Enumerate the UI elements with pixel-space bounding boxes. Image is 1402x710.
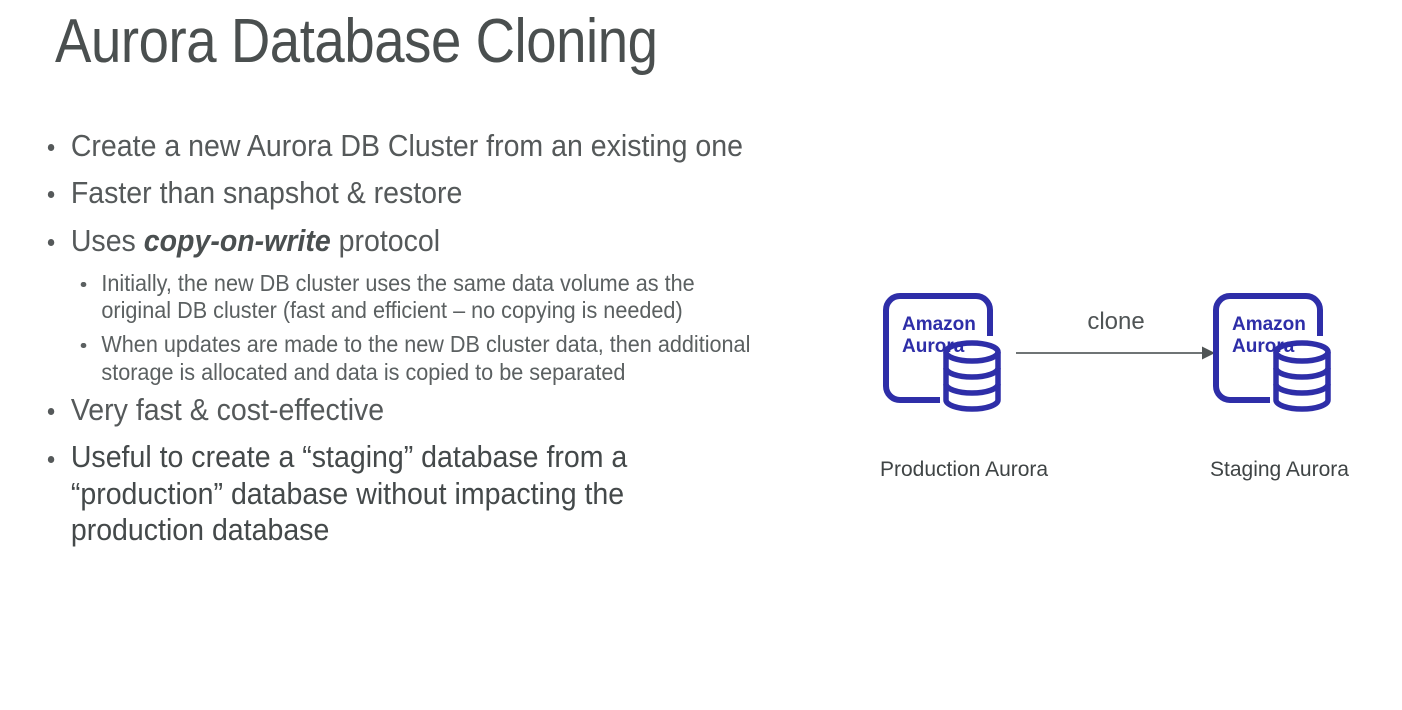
bullet-dot-icon (47, 144, 55, 152)
bullet-item-3-text-after: protocol (330, 222, 441, 258)
bullet-dot-icon (47, 455, 55, 463)
bullet-item-1: Create a new Aurora DB Cluster from an e… (46, 128, 745, 164)
bullet-dot-icon (47, 408, 55, 416)
bullet-list-level1: Create a new Aurora DB Cluster from an e… (46, 128, 806, 548)
bullet-item-3: Uses copy-on-write protocol (46, 223, 745, 259)
amazon-aurora-icon: Amazon Aurora (1210, 290, 1342, 422)
svg-text:Amazon: Amazon (1232, 314, 1306, 335)
bullet-list-container: Create a new Aurora DB Cluster from an e… (46, 128, 806, 559)
bullet-dot-icon (80, 281, 86, 288)
bullet-dot-icon (47, 191, 55, 199)
bullet-item-3-text-italic: copy-on-write (143, 222, 331, 258)
bullet-item-4-text: Very fast & cost-effective (70, 392, 385, 428)
bullet-item-2: Faster than snapshot & restore (46, 175, 745, 211)
sub-bullet-item-1-text: Initially, the new DB cluster uses the s… (101, 269, 695, 324)
sub-bullet-item-1: Initially, the new DB cluster uses the s… (76, 270, 762, 325)
svg-text:Amazon: Amazon (902, 314, 976, 335)
svg-text:Aurora: Aurora (902, 336, 965, 357)
clone-connector: clone (1016, 308, 1216, 368)
aurora-cloning-diagram: Amazon Aurora Production Aurora clone (820, 270, 1400, 490)
bullet-item-3-text-before: Uses (70, 222, 144, 258)
bullet-item-4: Very fast & cost-effective (46, 392, 745, 428)
bullet-dot-icon (80, 342, 86, 349)
bullet-list-level2: Initially, the new DB cluster uses the s… (46, 270, 806, 386)
bullet-item-5: Useful to create a “staging” database fr… (46, 439, 745, 548)
bullet-item-1-text: Create a new Aurora DB Cluster from an e… (70, 128, 743, 163)
page-title: Aurora Database Cloning (55, 7, 658, 76)
staging-aurora-node: Amazon Aurora Staging Aurora (1210, 290, 1349, 481)
sub-bullet-item-2-text: When updates are made to the new DB clus… (101, 330, 751, 385)
staging-aurora-caption: Staging Aurora (1210, 458, 1349, 481)
amazon-aurora-icon: Amazon Aurora (880, 290, 1012, 422)
bullet-item-5-text: Useful to create a “staging” database fr… (70, 439, 628, 547)
production-aurora-caption: Production Aurora (880, 458, 1049, 481)
bullet-dot-icon (47, 238, 55, 246)
bullet-item-2-text: Faster than snapshot & restore (70, 175, 463, 211)
clone-connector-label: clone (1087, 308, 1145, 335)
svg-text:Aurora: Aurora (1232, 336, 1295, 357)
production-aurora-node: Amazon Aurora Production Aurora (880, 290, 1048, 481)
sub-bullet-item-2: When updates are made to the new DB clus… (76, 331, 762, 386)
